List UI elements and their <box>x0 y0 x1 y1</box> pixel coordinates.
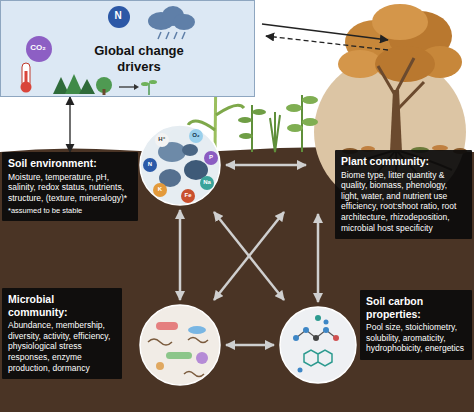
change-arrow-icon <box>119 86 134 87</box>
tree-icon <box>103 89 106 95</box>
info-box: Plant community: Biome type, litter quant… <box>335 150 472 239</box>
tree-icon <box>79 79 95 94</box>
interaction-arrow <box>214 212 284 300</box>
atom <box>323 327 329 333</box>
interaction-arrow <box>179 210 182 300</box>
interaction-arrows <box>180 165 318 345</box>
ion-label: K <box>153 186 167 193</box>
plant-stem <box>252 95 302 152</box>
tree-branches <box>378 58 424 110</box>
change-arrow-icon <box>134 84 139 90</box>
small-plants <box>238 95 318 152</box>
heading-text: Microbial community: <box>8 293 116 318</box>
ion-dot <box>143 158 157 172</box>
plant-leaf <box>302 96 318 104</box>
heading-text: Soil carbon properties: <box>366 295 466 320</box>
feedback-arrow <box>69 97 70 152</box>
ion-dot <box>155 133 169 147</box>
body-text: Biome type, litter quantity & quality, b… <box>341 170 466 234</box>
canopy-part <box>372 4 428 40</box>
tree-canopy <box>338 4 462 82</box>
ion-dot <box>181 189 195 203</box>
interaction-arrow <box>214 212 284 300</box>
microbe <box>196 352 208 364</box>
soil-ground <box>0 147 474 412</box>
heading-text: Global change drivers <box>87 43 191 74</box>
soil-circle <box>140 125 220 205</box>
atom <box>313 335 319 341</box>
ion-dot <box>200 176 214 190</box>
body-text: Abundance, membership, diversity, activi… <box>8 320 116 373</box>
ion-label: O₂ <box>189 132 203 139</box>
ion-dot <box>204 151 218 165</box>
body-text: *assumed to be stable <box>8 206 132 215</box>
thermometer-icon <box>21 82 32 93</box>
ion-label: P <box>204 154 218 161</box>
plant-leaf <box>286 104 302 112</box>
cloud-icon <box>173 14 195 30</box>
plant-leaf <box>302 118 318 126</box>
plant-leaf <box>252 109 266 115</box>
body-text: Moisture, temperature, pH, salinity, red… <box>8 172 132 204</box>
interaction-arrow <box>226 164 306 167</box>
atom <box>315 315 321 321</box>
plant-leaf <box>238 117 252 123</box>
atom <box>303 327 309 333</box>
plant-leaf <box>287 124 303 132</box>
microbe <box>188 326 206 334</box>
feedback-arrow-dashed <box>266 36 388 50</box>
microbe <box>156 322 178 330</box>
info-box: Soil carbon properties:Pool size, stoich… <box>360 290 472 360</box>
soil-aggregate <box>182 144 198 156</box>
ion-label: Fe <box>181 192 195 199</box>
icon-label: CO₂ <box>25 43 51 53</box>
microbe <box>156 362 164 370</box>
plant-leaf <box>239 133 253 139</box>
sprout-icon <box>149 80 157 84</box>
icon-label: N <box>107 10 129 22</box>
sprout-icon <box>141 82 149 86</box>
info-box: Microbial community:Abundance, membershi… <box>2 288 122 379</box>
interaction-arrow <box>226 344 274 347</box>
atom <box>324 320 329 325</box>
microbe-circle <box>140 305 220 385</box>
ion-dot <box>189 129 203 143</box>
microbe <box>166 352 192 359</box>
heading-text: Plant community: <box>341 155 466 168</box>
atom <box>298 368 303 373</box>
ion-dot <box>153 183 167 197</box>
co2-icon <box>26 36 52 62</box>
microbe-circle-ground <box>140 305 220 385</box>
ion-label: N <box>143 161 157 168</box>
nitrogen-icon <box>108 6 130 28</box>
tree-trunk <box>390 90 402 152</box>
atom <box>333 335 339 341</box>
ion-label: H⁺ <box>155 136 169 143</box>
carbon-circle <box>280 307 356 383</box>
ion-label: Na <box>200 179 214 186</box>
soil-circle-ground <box>140 125 220 205</box>
info-box: Soil environment: Moisture, temperature, … <box>2 152 138 221</box>
interaction-arrow <box>317 214 320 302</box>
heading-text: Soil environment: <box>8 157 132 170</box>
rain-icon <box>158 32 185 39</box>
tree-icon <box>65 74 83 94</box>
carbon-circle-ground <box>280 307 356 383</box>
ring-molecule <box>304 350 332 366</box>
hypha <box>148 338 208 377</box>
atom <box>293 335 299 341</box>
body-text: Pool size, stoichiometry, solubility, ar… <box>366 322 466 354</box>
